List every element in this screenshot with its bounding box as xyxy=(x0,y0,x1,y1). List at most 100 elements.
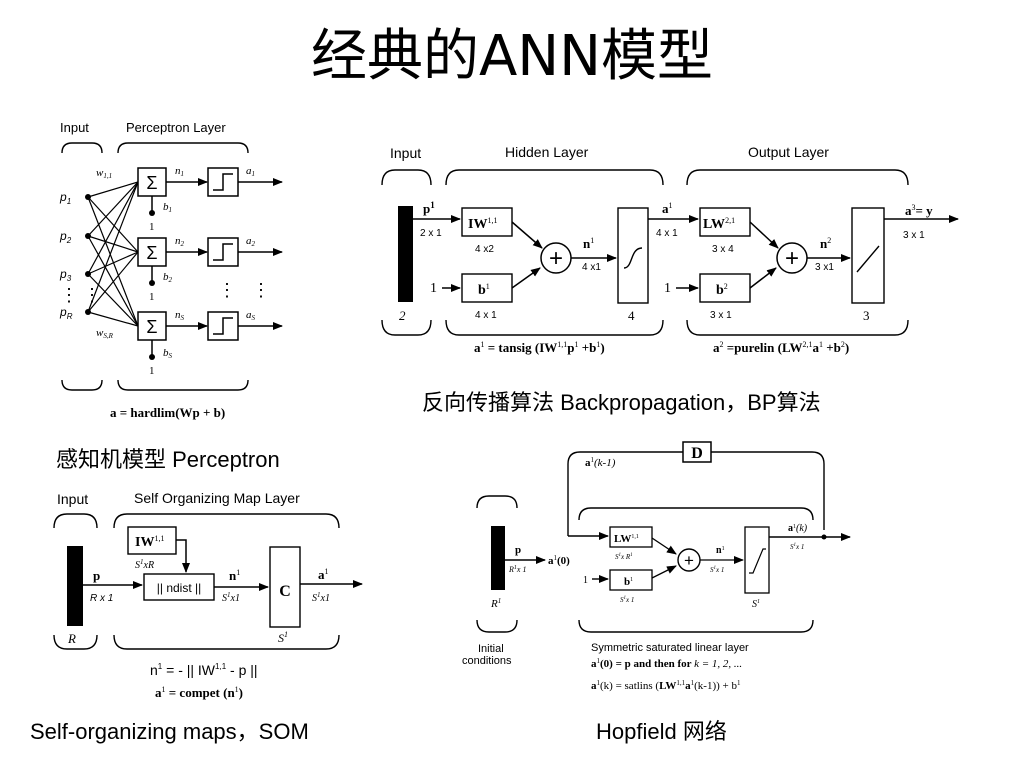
svg-text:⋮: ⋮ xyxy=(218,280,236,300)
svg-text:4: 4 xyxy=(628,308,635,323)
perceptron-inputs: p1 p2 p3 pR xyxy=(59,190,73,321)
hopfield-lw-box xyxy=(609,526,653,548)
ndist-box xyxy=(143,573,215,601)
svg-text:a1(k): a1(k) xyxy=(788,523,808,534)
bp-b1-box xyxy=(461,273,513,303)
perceptron-input-label: Input xyxy=(60,120,89,135)
sum-icon: Σ xyxy=(146,173,157,193)
svg-text:1: 1 xyxy=(149,365,155,377)
svg-text:4 x 1: 4 x 1 xyxy=(475,310,497,321)
svg-text:n1: n1 xyxy=(229,568,240,583)
svg-text:conditions: conditions xyxy=(462,655,512,667)
purelin-icon xyxy=(851,207,885,304)
svg-text:LW1,1: LW1,1 xyxy=(614,533,639,545)
perceptron-input-brace-bottom xyxy=(61,379,103,391)
bp-input-label: Input xyxy=(390,145,421,161)
perceptron-layer-label: Perceptron Layer xyxy=(126,120,226,135)
svg-text:4 x1: 4 x1 xyxy=(582,262,601,273)
perceptron-wsr: wS,R xyxy=(96,327,114,340)
som-input-label: Input xyxy=(57,491,88,507)
perceptron-neuron-s: Σ nS bS 1 aS xyxy=(137,309,283,377)
svg-text:n1: n1 xyxy=(175,165,184,178)
svg-text:IW1,1: IW1,1 xyxy=(135,534,164,550)
hopfield-formula-1: a1(0) = p and then for k = 1, 2, ... xyxy=(591,657,742,670)
svg-text:bS: bS xyxy=(163,347,173,360)
perceptron-input-brace-top xyxy=(61,142,103,154)
svg-text:+: + xyxy=(549,245,563,272)
svg-text:a1(0): a1(0) xyxy=(548,554,570,567)
delay-box xyxy=(682,441,712,463)
perceptron-layer-brace-top xyxy=(117,142,249,154)
svg-text:S1x R1: S1x R1 xyxy=(615,553,633,561)
svg-text:2 x 1: 2 x 1 xyxy=(420,228,442,239)
bp-diagram: Input Hidden Layer Output Layer 2 p1 2 x… xyxy=(381,144,959,355)
bp-b2-box xyxy=(699,273,751,303)
svg-text:a1: a1 xyxy=(318,567,329,582)
svg-text:R1: R1 xyxy=(490,597,501,610)
svg-text:Initial: Initial xyxy=(478,643,504,655)
perceptron-input-pr: pR xyxy=(59,305,73,321)
svg-text:+: + xyxy=(785,245,799,272)
svg-text:+: + xyxy=(684,551,694,570)
bp-input-bar xyxy=(398,206,413,302)
svg-text:R1x 1: R1x 1 xyxy=(508,565,526,574)
svg-text:3 x 1: 3 x 1 xyxy=(710,310,732,321)
svg-text:b2: b2 xyxy=(163,271,173,284)
svg-text:3 x 4: 3 x 4 xyxy=(712,244,734,255)
svg-text:p1: p1 xyxy=(423,200,435,216)
svg-text:LW2,1: LW2,1 xyxy=(703,216,735,232)
perceptron-dots-left: ⋮ xyxy=(60,285,78,305)
svg-text:S1xR: S1xR xyxy=(135,558,154,571)
sum-icon: Σ xyxy=(146,317,157,337)
som-layer-label: Self Organizing Map Layer xyxy=(134,490,300,506)
svg-text:b1: b1 xyxy=(163,201,172,214)
svg-text:a3= y: a3= y xyxy=(905,203,933,218)
svg-text:3 x 1: 3 x 1 xyxy=(903,230,925,241)
svg-text:b2: b2 xyxy=(716,282,728,298)
som-input-bar xyxy=(67,546,83,626)
svg-text:|| ndist ||: || ndist || xyxy=(157,581,201,595)
svg-text:3 x1: 3 x1 xyxy=(815,262,834,273)
som-formula-1: n1 = - || IW1,1 - p || xyxy=(150,662,258,678)
svg-text:b1: b1 xyxy=(624,576,633,588)
svg-text:1: 1 xyxy=(583,575,588,586)
svg-text:n2: n2 xyxy=(820,236,831,251)
svg-text:IW1,1: IW1,1 xyxy=(468,216,497,232)
perceptron-diagram: Input Perceptron Layer p1 p2 p3 pR ⋮ ⋮ xyxy=(59,120,283,420)
som-iw-box xyxy=(127,526,177,555)
svg-text:1: 1 xyxy=(149,291,155,303)
perceptron-caption: 感知机模型 Perceptron xyxy=(56,447,280,472)
svg-text:S1: S1 xyxy=(278,630,288,645)
satlins-icon xyxy=(744,526,770,594)
svg-text:S1: S1 xyxy=(752,599,760,610)
svg-text:a1: a1 xyxy=(662,201,673,216)
hopfield-caption: Hopfield 网络 xyxy=(596,719,727,744)
perceptron-formula: a = hardlim(Wp + b) xyxy=(110,405,225,420)
perceptron-input-p1: p1 xyxy=(59,190,71,206)
svg-text:p: p xyxy=(515,544,521,556)
perceptron-layer-brace-bottom xyxy=(117,379,249,391)
svg-text:p: p xyxy=(93,568,100,583)
bp-caption: 反向传播算法 Backpropagation，BP算法 xyxy=(422,390,821,415)
svg-text:1: 1 xyxy=(664,281,671,296)
svg-text:1: 1 xyxy=(149,221,155,233)
svg-text:4 x 1: 4 x 1 xyxy=(656,228,678,239)
svg-text:nS: nS xyxy=(175,309,185,322)
perceptron-w11: w1,1 xyxy=(96,167,112,180)
svg-text:1: 1 xyxy=(430,281,437,296)
svg-text:S1x1: S1x1 xyxy=(312,591,330,604)
hopfield-input-bar xyxy=(491,526,505,590)
svg-text:S1x 1: S1x 1 xyxy=(790,543,804,551)
sum-icon: Σ xyxy=(146,243,157,263)
svg-text:b1: b1 xyxy=(478,282,490,298)
svg-text:⋮: ⋮ xyxy=(252,280,270,300)
perceptron-weights xyxy=(87,181,139,327)
hopfield-b1-box xyxy=(609,569,653,591)
svg-text:S1x1: S1x1 xyxy=(222,591,240,604)
hopfield-layer-label: Symmetric saturated linear layer xyxy=(591,642,749,654)
svg-text:a1: a1 xyxy=(246,165,255,178)
svg-text:R x 1: R x 1 xyxy=(90,593,113,604)
svg-text:n2: n2 xyxy=(175,235,185,248)
som-diagram: Input Self Organizing Map Layer R IW1,1 … xyxy=(53,490,363,700)
som-formula-2: a1 = compet (n1) xyxy=(155,685,243,700)
